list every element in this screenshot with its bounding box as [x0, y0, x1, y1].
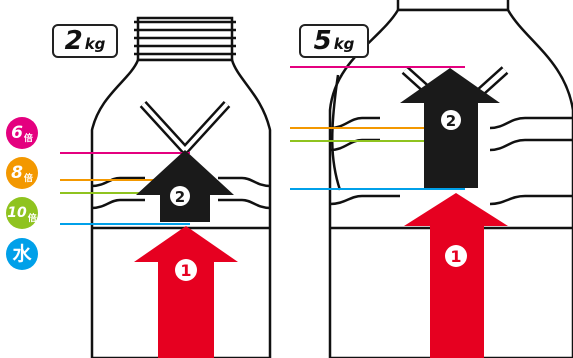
legend-value: 8	[11, 162, 23, 183]
weight-badge-2kg: 2 kg	[52, 24, 118, 58]
legend-value: 6	[11, 122, 23, 143]
step2-label-right: 2	[446, 112, 456, 130]
step1-marker-left	[175, 259, 197, 281]
weight-value: 2	[64, 26, 83, 56]
weight-unit: kg	[333, 34, 355, 53]
legend-value: 水	[12, 242, 32, 265]
legend-suffix: 倍	[23, 133, 33, 144]
legend-water: 水	[6, 238, 38, 270]
step1-marker-right	[445, 245, 467, 267]
arrow-step1-right	[404, 193, 508, 358]
arrow-step2-left	[136, 150, 234, 222]
step2-marker-left	[170, 186, 190, 206]
weight-badge-5kg: 5 kg	[299, 24, 369, 58]
arrow-step1-left	[134, 226, 238, 358]
legend-value: 10	[7, 205, 27, 221]
legend-suffix: 倍	[23, 173, 33, 184]
step1-label-left: 1	[180, 261, 191, 280]
weight-unit: kg	[84, 34, 106, 53]
step2-marker-right	[441, 110, 461, 130]
step2-label-left: 2	[175, 188, 185, 206]
weight-value: 5	[313, 26, 332, 56]
legend-suffix: 倍	[27, 213, 37, 224]
step1-label-right: 1	[450, 247, 461, 266]
